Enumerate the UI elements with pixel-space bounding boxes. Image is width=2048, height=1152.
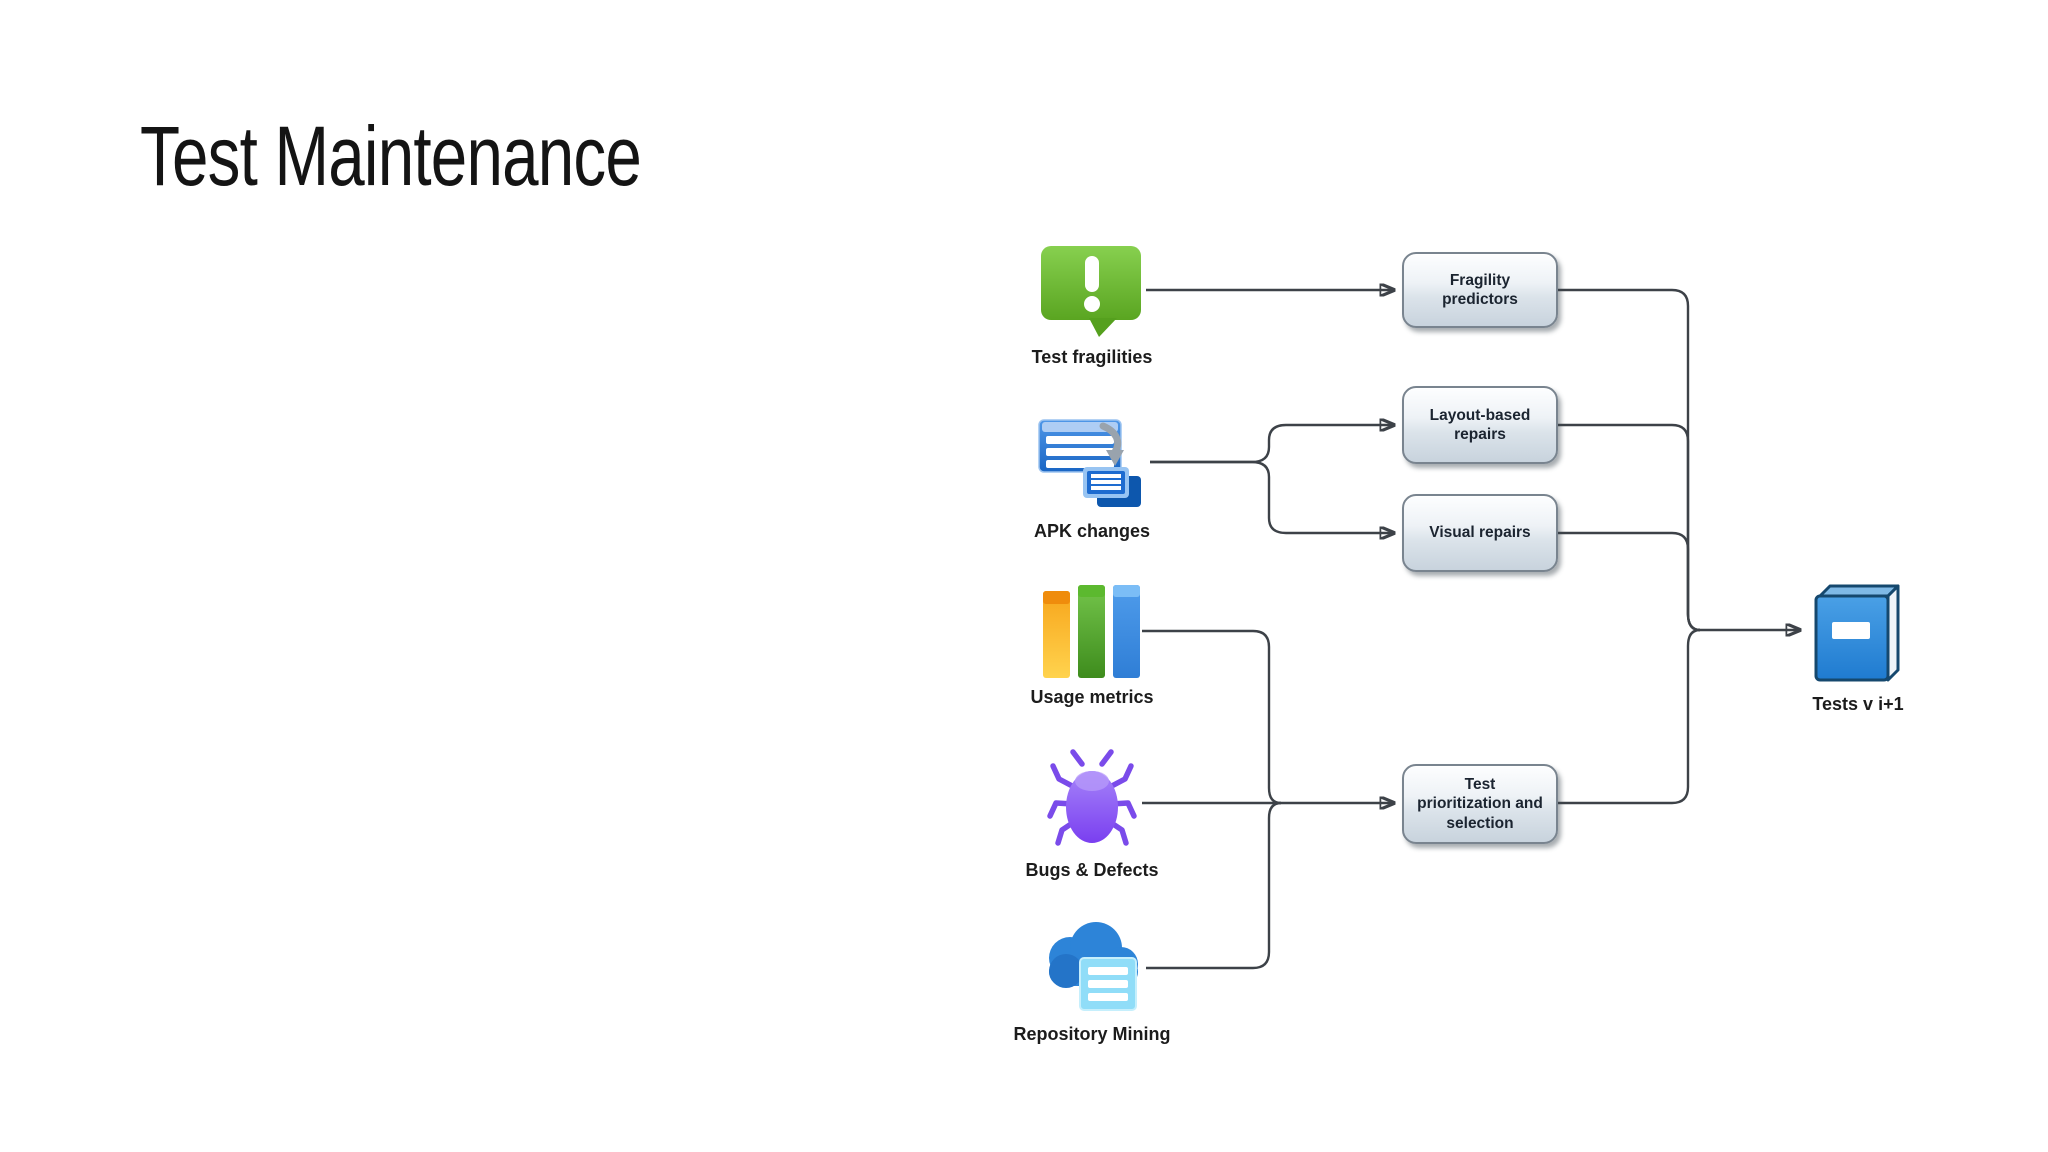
node-repository-mining: Repository Mining [992, 916, 1192, 1045]
node-label: Tests v i+1 [1812, 694, 1904, 714]
node-label: Usage metrics [1030, 687, 1154, 707]
page-title: Test Maintenance [140, 109, 642, 203]
node-test-fragilities: Test fragilities [992, 244, 1192, 368]
process-box-visual-repairs: Visual repairs [1402, 494, 1558, 572]
book-icon [1814, 584, 1900, 682]
node-tests-next-version: Tests v i+1 [1778, 580, 1938, 715]
process-box-test-prioritization: Test prioritization and selection [1402, 764, 1558, 844]
alert-comment-icon [1041, 246, 1141, 337]
process-box-fragility-predictors: Fragility predictors [1402, 252, 1558, 328]
bar-chart-icon [1043, 585, 1140, 678]
node-label: Bugs & Defects [1025, 860, 1159, 880]
node-label: Repository Mining [1013, 1024, 1171, 1044]
cloud-document-icon [1049, 922, 1138, 1011]
node-label: APK changes [1033, 521, 1151, 541]
node-usage-metrics: Usage metrics [992, 582, 1192, 708]
bug-icon [1047, 749, 1137, 846]
changed-views-icon [1038, 419, 1141, 507]
node-label: Test fragilities [1031, 347, 1153, 367]
node-apk-changes: APK changes [992, 408, 1192, 542]
process-box-layout-based-repairs: Layout-based repairs [1402, 386, 1558, 464]
node-bugs-defects: Bugs & Defects [992, 748, 1192, 881]
